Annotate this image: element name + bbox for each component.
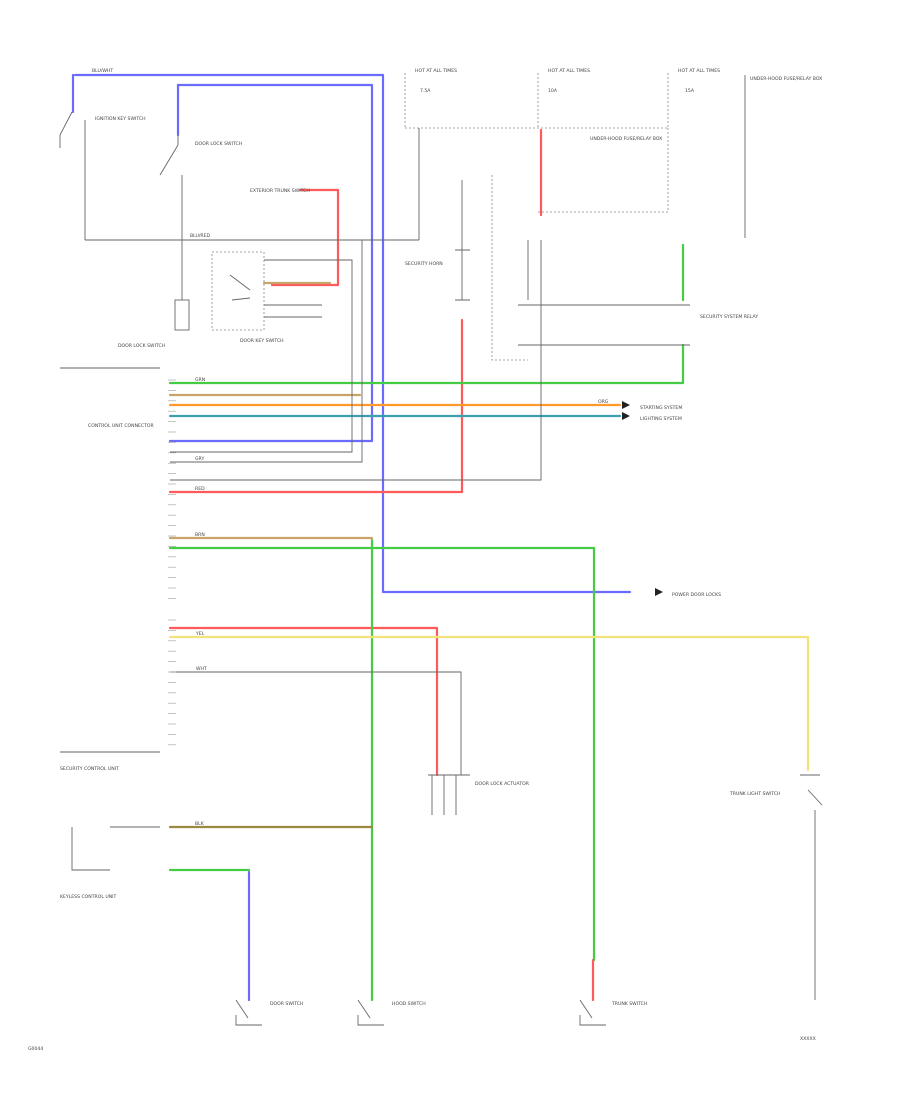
fuse-box-region: HOT AT ALL TIMES HOT AT ALL TIMES HOT AT… <box>404 68 822 238</box>
wire-blue-connector <box>168 83 374 443</box>
wires <box>71 73 816 1002</box>
fuse-3-rating: 15A <box>685 88 695 94</box>
keyless-unit-bracket <box>71 826 160 871</box>
components: IGNITION KEY SWITCH DOOR LOCK SWITCH EXT… <box>59 111 823 1026</box>
wire-label-blu-red: BLU/RED <box>190 233 210 239</box>
wire-gray-relay <box>170 240 542 481</box>
wire-label-brn: BRN <box>195 532 205 538</box>
wire-red-horn <box>168 318 464 494</box>
hood-switch-label: HOOD SWITCH <box>392 1001 426 1007</box>
underhood-fuse-box-label: UNDER-HOOD FUSE/RELAY BOX <box>590 136 662 142</box>
wire-dotted-horn <box>491 175 528 361</box>
ignition-switch-icon <box>59 111 73 148</box>
fuse-box-side-label: UNDER-HOOD FUSE/RELAY BOX <box>750 76 822 82</box>
control-unit-connector-label: CONTROL UNIT CONNECTOR <box>88 423 155 429</box>
trunk-switch-icon <box>579 999 606 1026</box>
trunk-switch-label: TRUNK SWITCH <box>611 1001 647 1007</box>
wire-label-yel: YEL <box>195 631 205 637</box>
wire-gray-2 <box>170 259 353 453</box>
fuse-2-label: HOT AT ALL TIMES <box>548 68 590 74</box>
wire-label-red: RED <box>195 486 205 492</box>
door-key-switch-icon <box>229 274 251 301</box>
wire-label-blu-wht: BLU/WHT <box>92 68 113 74</box>
wire-label-blk: BLK <box>195 821 205 827</box>
security-relay-box <box>518 304 690 346</box>
trunk-light-switch-label: TRUNK LIGHT SWITCH <box>729 791 780 797</box>
wire-green-relay <box>168 343 685 385</box>
dest-lighting-system: LIGHTING SYSTEM <box>640 416 682 422</box>
dest-starting-system: STARTING SYSTEM <box>640 405 682 411</box>
door-lock-ground-label: DOOR LOCK SWITCH <box>118 343 165 349</box>
connector-pins <box>168 379 176 746</box>
keyless-control-unit-label: KEYLESS CONTROL UNIT <box>60 894 117 900</box>
door-key-switch-label: DOOR KEY SWITCH <box>240 338 284 344</box>
wire-label-gry: GRY <box>195 456 204 462</box>
security-control-unit-label: SECURITY CONTROL UNIT <box>60 766 119 772</box>
arrow-lighting-icon <box>622 412 630 420</box>
wire-label-org: ORG <box>598 399 609 405</box>
security-relay-label: SECURITY SYSTEM RELAY <box>700 314 758 320</box>
door-lock-ground-block <box>174 299 190 331</box>
security-horn-icon <box>455 249 470 301</box>
hood-switch-icon <box>357 999 384 1026</box>
wire-gray-fuse-1 <box>362 128 420 241</box>
door-switch-icon <box>235 999 262 1026</box>
arrow-doorlocks-icon <box>655 588 663 596</box>
wire-yellow-trunk-light <box>168 635 810 772</box>
wire-green-trunk <box>168 546 596 962</box>
door-lock-switch-icon <box>159 135 179 176</box>
arrow-starting-icon <box>622 401 630 409</box>
fuse-2-rating: 10A <box>548 88 558 94</box>
footer-left-code: G0044 <box>28 1046 43 1052</box>
wire-red-exterior <box>270 188 340 287</box>
exterior-switch-label: EXTERIOR TRUNK SWITCH <box>250 188 310 194</box>
door-lock-switch-label: DOOR LOCK SWITCH <box>195 141 242 147</box>
fuse-1-label: HOT AT ALL TIMES <box>415 68 457 74</box>
trunk-light-switch-icon <box>800 774 823 806</box>
wire-gray-1 <box>85 239 363 463</box>
wire-label-grn: GRN <box>195 377 205 383</box>
wire-gray-actuator <box>170 671 462 775</box>
security-horn-label: SECURITY HORN <box>405 261 443 267</box>
door-lock-actuator-label: DOOR LOCK ACTUATOR <box>475 781 530 787</box>
door-key-switch-box <box>211 251 265 331</box>
footer-right-code: XXXXX <box>800 1036 816 1042</box>
wire-red-actuator <box>168 626 439 777</box>
dest-power-door-locks: POWER DOOR LOCKS <box>672 592 721 598</box>
fuse-1-rating: 7.5A <box>420 88 431 94</box>
door-lock-actuator-icon <box>428 774 470 815</box>
wire-blue-main <box>73 73 632 594</box>
door-switch-label: DOOR SWITCH <box>270 1001 303 1007</box>
wire-label-wht: WHT <box>196 666 207 672</box>
destinations: STARTING SYSTEM LIGHTING SYSTEM POWER DO… <box>622 401 721 598</box>
wire-color-labels: BLU/WHT BLU/RED GRN RED YEL WHT BRN GRY … <box>92 68 609 827</box>
ignition-switch-label: IGNITION KEY SWITCH <box>95 116 146 122</box>
fuse-3-label: HOT AT ALL TIMES <box>678 68 720 74</box>
